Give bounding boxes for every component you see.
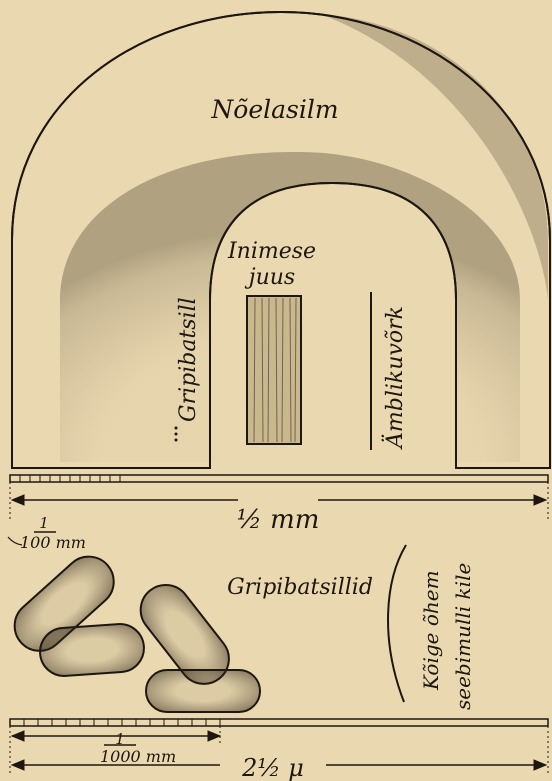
human-hair-label-line1: Inimese [227, 239, 316, 264]
thousandth-mm-denominator: 1000 mm [100, 747, 176, 766]
needle-eye-label: Nõelasilm [210, 95, 338, 124]
bacterium-pill [146, 670, 260, 712]
soap-film-curve [388, 545, 406, 702]
half-mm-label: ½ mm [237, 505, 320, 535]
soap-film-label-line2: seebimulli kile [451, 563, 475, 710]
two-half-micron-label: 2½ μ [241, 754, 304, 781]
spider-web-label: Ämblikuvõrk [381, 306, 408, 450]
human-hair-label-line2: juus [244, 265, 295, 290]
hundredth-mm-denominator: 100 mm [20, 533, 86, 552]
bacterium-marker [175, 427, 178, 442]
soap-film-label-line1: Kõige õhem [419, 570, 443, 691]
bacteria-group [4, 546, 260, 712]
bacterium-pill [38, 622, 145, 677]
hundredth-mm-numerator: 1 [39, 514, 49, 532]
bacteria-label: Gripibatsillid [227, 575, 373, 600]
bacterium-vertical-label: Gripibatsill [176, 297, 201, 422]
